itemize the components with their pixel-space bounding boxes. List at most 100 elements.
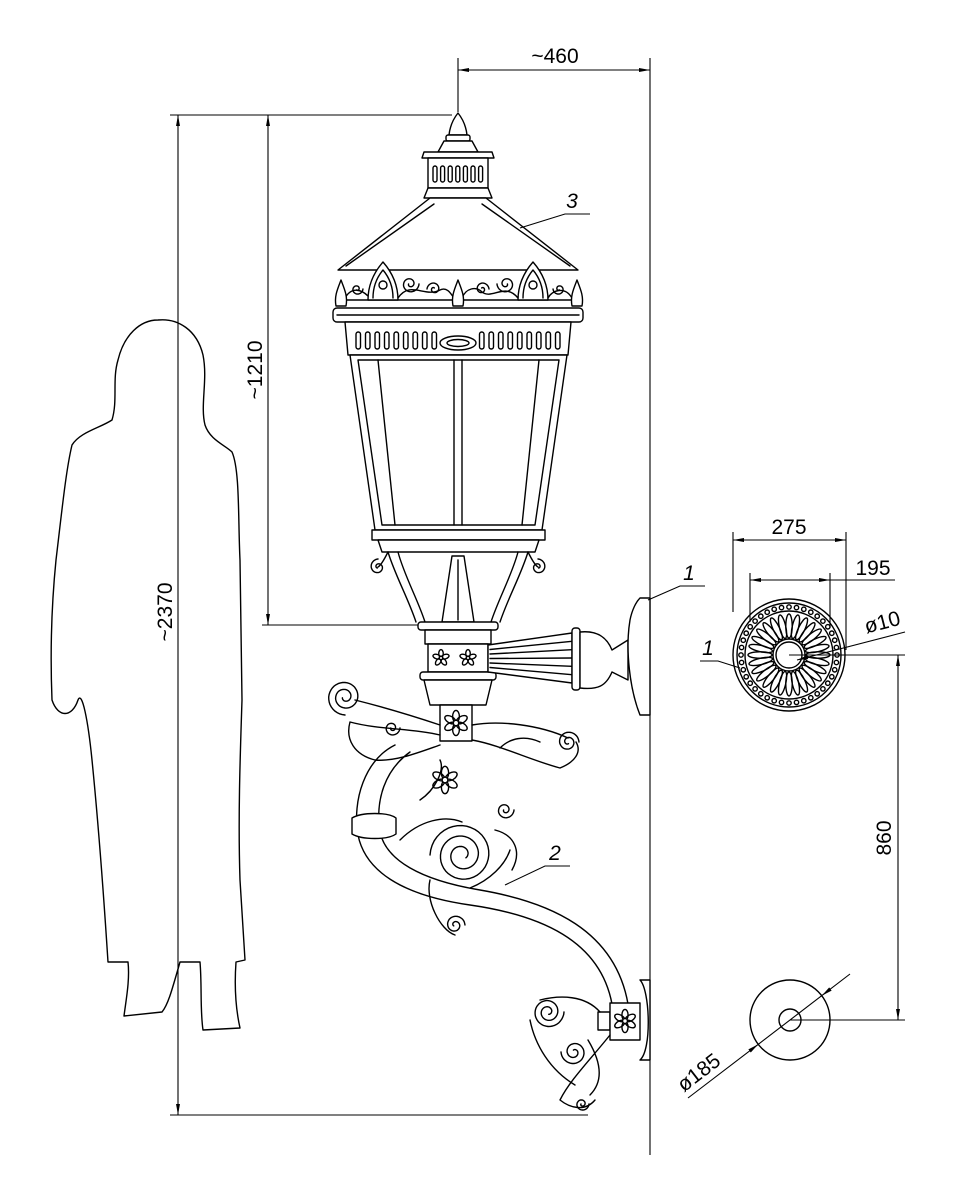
scroll-spiral — [534, 999, 565, 1028]
flute-line — [489, 648, 573, 655]
scroll-spiral — [402, 278, 420, 293]
rosette-center — [621, 1017, 629, 1025]
bracket-arm-outer — [355, 744, 613, 1005]
scroll-spiral — [352, 285, 364, 295]
plate-dot — [764, 694, 771, 701]
lantern-emblem — [439, 335, 477, 351]
stem-collar-bottom — [419, 671, 497, 681]
lantern-bottom-ring — [377, 539, 540, 553]
plate-dot — [738, 644, 745, 651]
plate-dot — [793, 604, 800, 611]
vent-slot — [554, 331, 561, 350]
flute-line — [489, 640, 573, 651]
scroll-spiral — [446, 915, 466, 932]
vent-slot — [421, 331, 428, 350]
vent-slot — [516, 331, 523, 350]
stem-band — [424, 629, 492, 645]
plate-dot — [743, 673, 750, 680]
arm-flutes — [489, 640, 573, 676]
vent-slot — [355, 331, 362, 350]
plate-dot — [757, 613, 764, 620]
plate-dot — [778, 699, 785, 706]
plate-dot — [820, 618, 826, 624]
bracket-mid-leaves — [399, 759, 518, 936]
vent-slot — [432, 165, 438, 183]
stem-cup — [423, 679, 493, 706]
bracket-spirals — [328, 558, 590, 1111]
plate-dot — [820, 686, 826, 692]
dim-line-185-upper — [821, 973, 851, 997]
vent-slot — [364, 331, 371, 350]
bracket-bottom-leaves — [529, 996, 611, 1109]
lantern-emblem-inner — [446, 338, 470, 348]
callout-leaders — [504, 213, 741, 886]
wall-plate-lower — [639, 979, 651, 1061]
bracket-upper-leaves-right — [471, 737, 579, 769]
vent-slot — [462, 165, 469, 183]
vent-slot — [447, 165, 453, 183]
plate-rosette-petals — [747, 613, 831, 697]
scroll-spiral — [496, 278, 514, 293]
callout-plate-front: 1 — [702, 637, 714, 660]
human-silhouette — [50, 319, 246, 1031]
plate-dot — [771, 697, 778, 704]
scroll-spiral — [426, 282, 440, 294]
rosette-center — [441, 776, 449, 784]
plate-dot — [831, 666, 838, 673]
vent-slot — [526, 331, 533, 350]
stem-flower-box — [427, 643, 489, 673]
callout-texts: 3 1 2 1 — [548, 190, 714, 865]
leader-lantern — [519, 213, 590, 229]
crown-flame-center — [451, 279, 465, 307]
scroll-spiral — [370, 558, 384, 574]
rosette-center — [452, 719, 460, 727]
wall-plate-upper — [627, 597, 651, 716]
arm-bulb — [579, 631, 629, 690]
glass-body-outer — [349, 354, 568, 531]
plate-dot — [807, 694, 814, 701]
scroll-spiral — [385, 722, 401, 736]
dim-plate-inner: 195 — [855, 557, 890, 580]
finial-ring — [445, 134, 471, 142]
vent-slot — [455, 165, 461, 183]
vent-slot — [545, 331, 552, 350]
plate-dot — [800, 697, 807, 704]
dim-plate-outer: 275 — [771, 516, 806, 539]
rosettes — [432, 648, 636, 1034]
bracket-upper-leaves-left — [348, 721, 441, 761]
flute-line — [489, 657, 573, 660]
plate-dot — [800, 606, 807, 613]
roof-inner-line — [345, 203, 571, 267]
crown-spirals — [352, 278, 564, 295]
rosette — [444, 709, 468, 737]
plate-dot — [738, 659, 745, 666]
rosette — [614, 1008, 636, 1034]
vent-slot — [402, 331, 409, 350]
leader-plate-front — [700, 660, 741, 669]
crown-arch-left-inner — [372, 269, 394, 299]
bracket-arm-inner — [378, 751, 629, 1005]
wall-arm — [487, 597, 651, 716]
flute-line — [489, 662, 573, 668]
plate-dot — [786, 700, 792, 706]
plate-dot — [747, 680, 754, 687]
scroll-spiral — [532, 558, 546, 574]
scroll-spiral — [576, 1099, 590, 1111]
plate-dot — [814, 613, 821, 620]
plate-dot — [814, 690, 821, 697]
plate-dot — [764, 609, 771, 616]
glass-panel-dividers — [377, 359, 540, 526]
plate-dot — [793, 699, 800, 706]
plate-dot — [743, 630, 750, 637]
dimension-lines — [170, 58, 650, 1116]
lower-plate-front-view — [687, 655, 905, 1099]
vent-slot — [383, 331, 390, 350]
plate-dot — [807, 609, 814, 616]
crown-arch-right-ornament — [528, 280, 538, 290]
vent-slot — [470, 165, 476, 183]
plate-dot — [738, 652, 744, 658]
scroll-spiral — [558, 731, 580, 750]
plate-dot — [831, 637, 838, 644]
plate-dot — [824, 680, 831, 687]
vent-slot — [393, 331, 400, 350]
